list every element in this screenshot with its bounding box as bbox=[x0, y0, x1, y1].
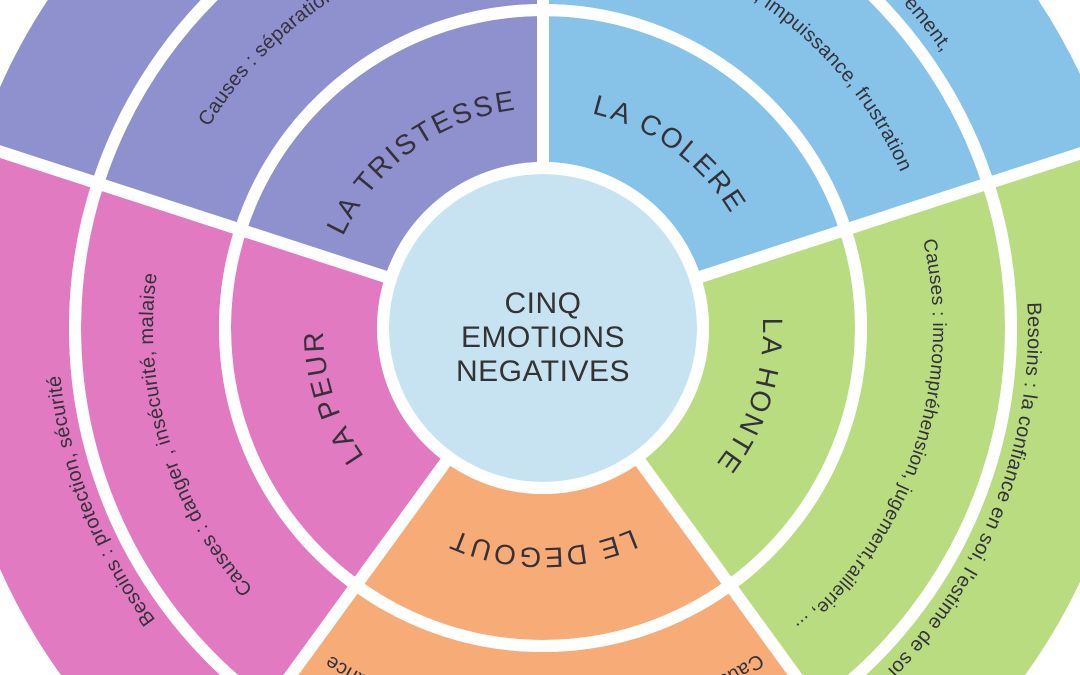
sector-colere-besoins bbox=[876, 0, 1080, 184]
sector-peur-causes bbox=[75, 183, 357, 675]
center-circle bbox=[383, 168, 703, 488]
center-title-line: EMOTIONS bbox=[460, 321, 625, 354]
sector-peur-emotion bbox=[225, 229, 449, 586]
sector-degout-causes bbox=[290, 585, 796, 675]
sector-gap bbox=[0, 145, 239, 675]
center-circle-gap bbox=[377, 162, 709, 494]
center-title-line: NEGATIVES bbox=[456, 355, 630, 388]
sector-honte-emotion bbox=[637, 229, 861, 586]
center-title-line: CINQ bbox=[504, 287, 582, 320]
wheel-center-title: CINQ EMOTIONS NEGATIVES bbox=[393, 287, 693, 389]
sector-tristesse-besoins bbox=[0, 0, 210, 184]
sector-gap bbox=[283, 579, 803, 675]
sector-gap bbox=[847, 147, 1080, 675]
sector-honte-causes bbox=[729, 183, 1011, 675]
sector-honte-besoins bbox=[856, 153, 1080, 675]
sector-gap bbox=[0, 0, 218, 190]
sector-tristesse-causes bbox=[97, 0, 543, 230]
sector-degout-emotion bbox=[356, 457, 730, 646]
sector-colere-emotion bbox=[543, 10, 846, 279]
sector-peur-besoins bbox=[0, 151, 230, 675]
sector-colere-causes bbox=[543, 0, 989, 230]
sector-tristesse-emotion bbox=[240, 10, 543, 279]
